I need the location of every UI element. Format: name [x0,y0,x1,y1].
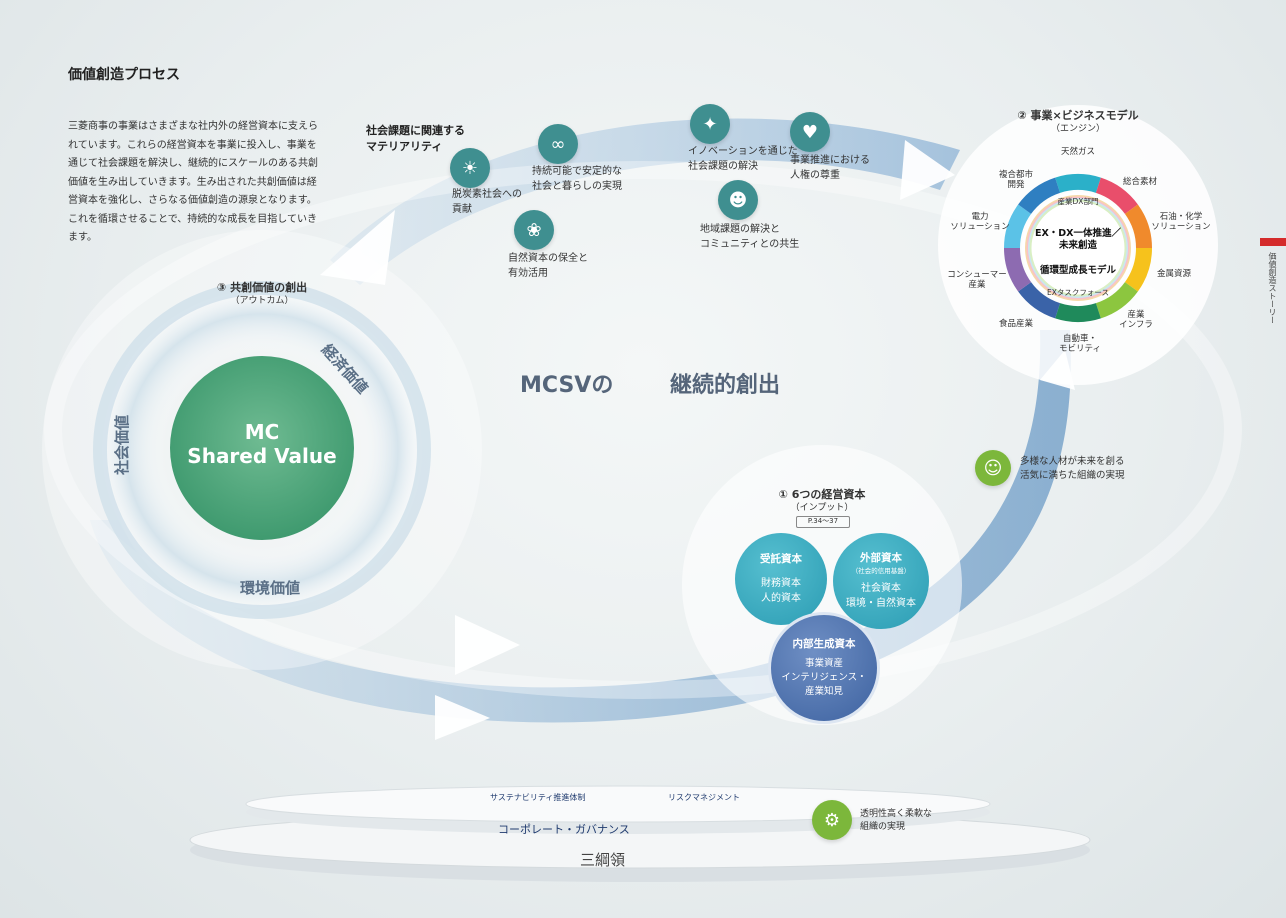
donut-segment [1055,303,1101,322]
inner-main-label: EX・DX一体推進／ 未来創造 [1034,228,1122,252]
shared-value-line1: MC [244,420,280,444]
donut-segment [1095,177,1138,214]
platform-middle [245,785,991,823]
human-rights-icon: ♥ [790,112,830,152]
inputs-page-ref: P.34〜37 [796,516,850,528]
center-label-mcsv: MCSVの [520,373,614,398]
background-ellipse [44,161,1242,699]
materiality-label-innovation: イノベーションを通じた 社会課題の解決 [688,146,798,172]
materiality-label-human-rights: 事業推進における 人権の尊重 [790,155,870,181]
lower-arrow-head-2 [435,695,490,740]
donut-segment [1124,204,1152,248]
inner-growth-model: 循環型成長モデル [1039,265,1116,276]
donut-segment [1055,174,1101,193]
materiality-label-nature: 自然資本の保全と 有効活用 [508,253,588,279]
three-principles-label: 三綱領 [580,851,626,869]
materiality-label-community: 地域課題の解決と コミュニティとの共生 [700,224,800,250]
org-transparency-label: 透明性高く柔軟な 組織の実現 [860,809,933,833]
segment-industrial-infra: 産業 インフラ [1119,310,1153,331]
inner-dx-division: 産業DX部門 [1057,197,1099,206]
outcome-title: ③ 共創価値の創出 [216,281,308,294]
people-idea-icon: ☺ [975,450,1011,486]
upper-arrow-head [900,140,955,200]
segment-urban-dev: 複合都市 開発 [998,170,1033,191]
donut-segment [1004,248,1032,292]
internal-items: 事業資産 インテリジェンス・ 産業知見 [781,658,867,697]
inputs-title: ① 6つの経営資本 [778,488,866,501]
external-items: 社会資本 環境・自然資本 [846,582,916,609]
page-title: 価値創造プロセス [68,67,180,83]
nature-icon: ❀ [514,210,554,250]
corporate-governance-label: コーポレート・ガバナンス [498,823,630,836]
donut-inner-ring [1029,199,1127,297]
entrusted-title: 受託資本 [760,553,802,566]
segment-food: 食品産業 [998,319,1033,329]
side-tab-label: 価値創造ストーリー [1268,252,1277,324]
segment-metals: 金属資源 [1156,269,1191,279]
intro-paragraph: 三菱商事の事業はさまざまな社内外の経営資本に支えられています。これらの経営資本を… [68,121,318,243]
donut-inner-ring [1025,195,1131,301]
external-title: 外部資本 [860,552,902,565]
donut-segment [1018,177,1061,214]
external-note: （社会的信用基盤） [851,567,911,575]
donut-inner-ring [1028,198,1128,298]
donut-segment [1124,248,1152,292]
sustainability-structure-label: サステナビリティ推進体制 [490,793,586,802]
segment-petrochem: 石油・化学 ソリューション [1151,212,1211,233]
ring-label-environment: 環境価値 [240,579,301,597]
segment-automotive: 自動車・ モビリティ [1059,334,1101,355]
innovation-icon: ✦ [690,104,730,144]
network-icon: ⚙ [812,800,852,840]
segment-materials: 総合素材 [1122,177,1157,187]
left-arrow-head [320,210,395,285]
donut-segment [1095,282,1138,319]
side-tab-marker [1260,238,1286,246]
risk-management-label: リスクマネジメント [668,793,740,802]
donut-segment [1018,282,1061,319]
business-model-subtitle: （エンジン） [1050,124,1105,134]
donut-center [1022,192,1134,304]
donut-inner-ring [1026,196,1130,300]
business-segment-donut [1004,174,1152,322]
segment-natural-gas: 天然ガス [1060,147,1095,157]
outcome-subtitle: （アウトカム） [230,296,294,306]
center-label-continuous: 継続的創出 [670,373,781,398]
lower-arrow-head-1 [455,615,520,675]
sustainable-city-icon: ∞ [538,124,578,164]
materiality-label-decarbonize: 脱炭素社会への 貢献 [452,189,522,215]
business-model-title: ② 事業×ビジネスモデル [1017,109,1139,122]
ring-label-social: 社会価値 [113,414,131,475]
inputs-subtitle: （インプット） [790,503,854,513]
inner-ex-taskforce: EXタスクフォース [1046,288,1109,297]
materiality-heading: 社会課題に関連する マテリアリティ [366,124,465,153]
internal-title: 内部生成資本 [792,638,856,651]
internal-capital-circle: 内部生成資本 事業資産 インテリジェンス・ 産業知見 [768,612,880,724]
upper-flow-band [330,118,960,286]
talent-label: 多様な人材が未来を創る 活気に満ちた組織の実現 [1020,456,1125,481]
segment-power: 電力 ソリューション [950,212,1010,233]
entrusted-items: 財務資本 人的資本 [761,577,801,604]
shared-value-core [170,356,354,540]
materiality-label-sustainable: 持続可能で安定的な 社会と暮らしの実現 [532,166,622,192]
outcome-ring-stroke [93,281,431,619]
wind-solar-icon: ☀ [450,148,490,188]
segment-consumer: コンシューマー 産業 [947,270,1007,291]
donut-segment [1004,204,1032,248]
community-icon: ☻ [718,180,758,220]
entrusted-capital-circle: 受託資本 財務資本 人的資本 [735,533,827,625]
external-capital-circle: 外部資本 （社会的信用基盤） 社会資本 環境・自然資本 [833,533,929,629]
shared-value-line2: Shared Value [187,444,337,468]
